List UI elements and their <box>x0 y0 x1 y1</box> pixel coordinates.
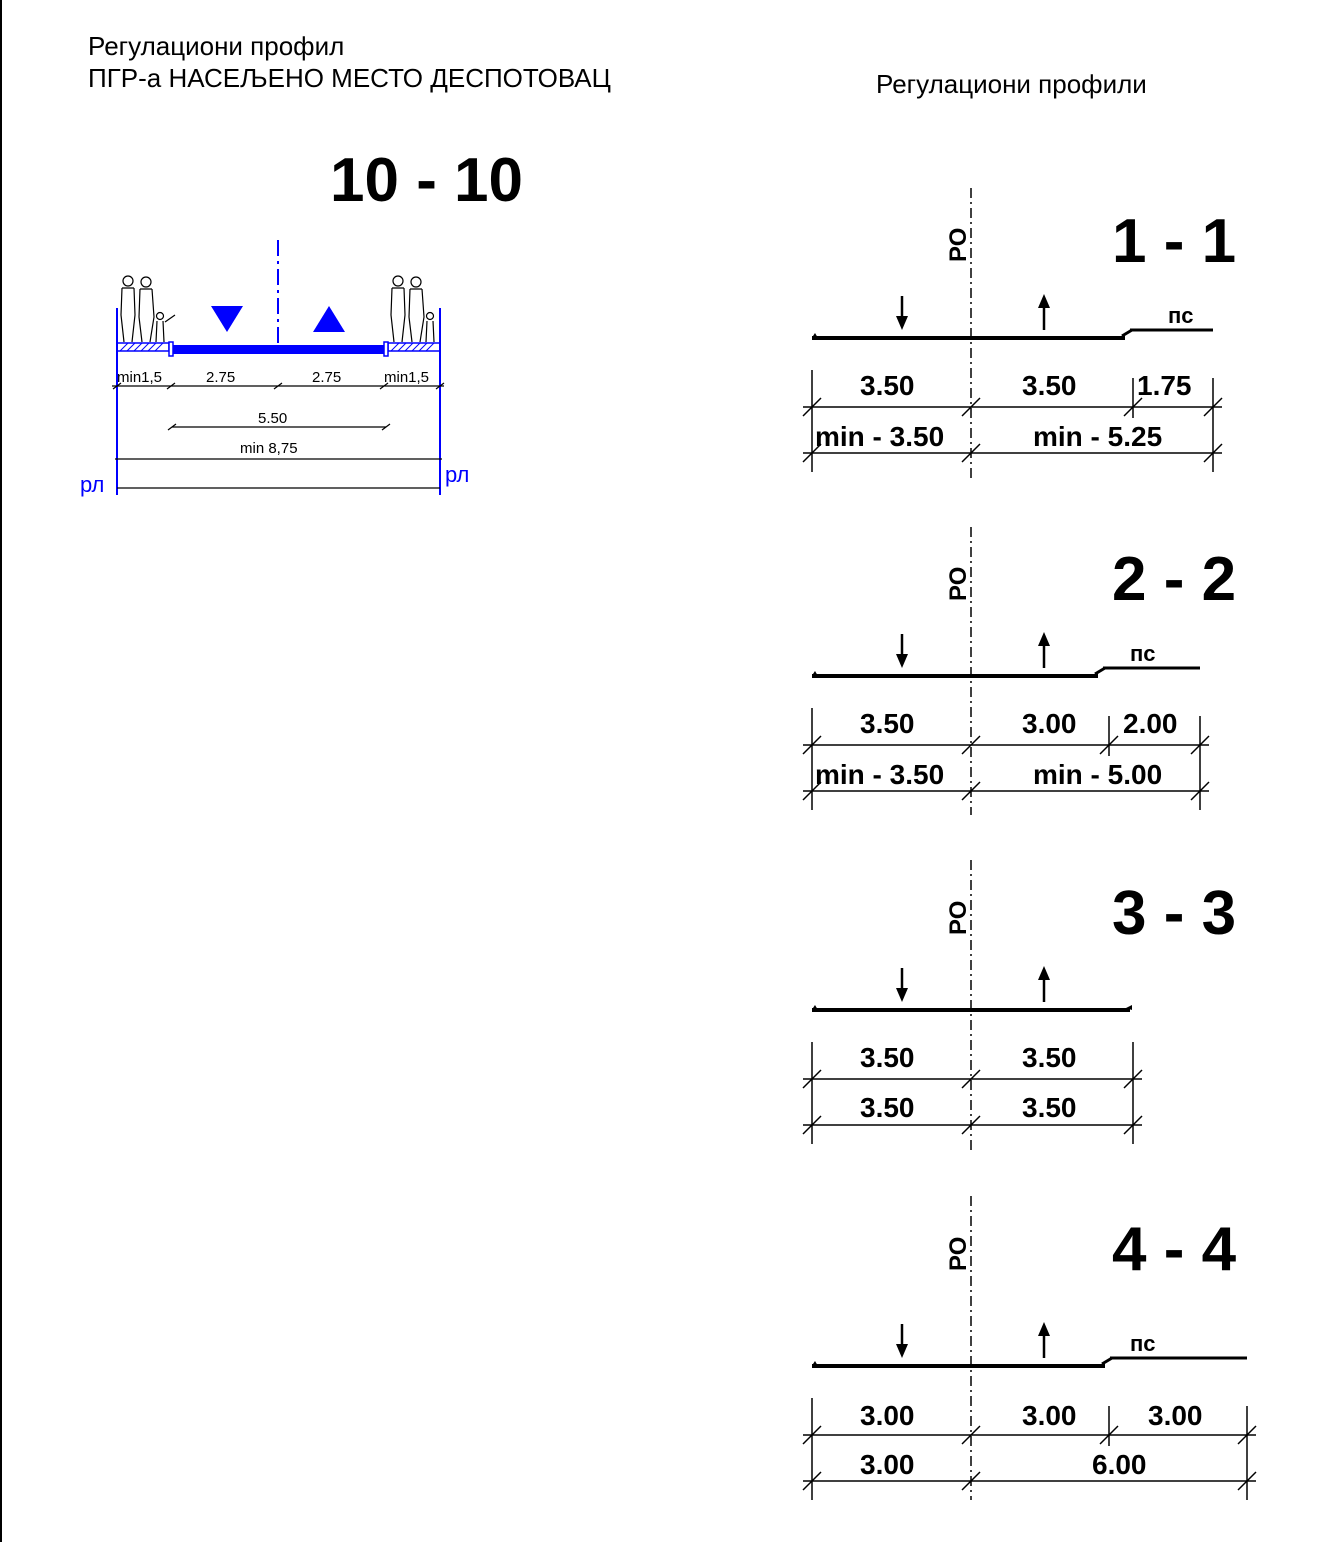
profile-4-label: 4 - 4 <box>1112 1215 1237 1284</box>
dim-carriageway: 5.50 <box>258 410 287 427</box>
dim-value: 2.00 <box>1123 708 1178 739</box>
profile-1-section: РО 1 - 1 пс 3.50 3.50 1.75 min - 3.50 mi… <box>802 188 1236 478</box>
dim-value: 3.50 <box>860 708 915 739</box>
ps-label: пс <box>1168 303 1194 328</box>
ps-label: пс <box>1130 641 1156 666</box>
dim-value: min - 5.00 <box>1033 759 1162 790</box>
dim-left-lane: 2.75 <box>206 369 235 386</box>
arrow-up-icon <box>1038 632 1050 668</box>
dim-right-sidewalk: min1,5 <box>384 369 429 386</box>
dim-value: 3.00 <box>1022 708 1077 739</box>
arrow-down-icon <box>896 968 908 1002</box>
axis-label-ro: РО <box>945 1237 972 1271</box>
pedestrians-right-icon <box>390 275 435 343</box>
dim-value: 6.00 <box>1092 1449 1147 1480</box>
dim-value: 3.00 <box>860 1449 915 1480</box>
dim-value: 3.00 <box>860 1400 915 1431</box>
arrow-down-icon <box>896 296 908 330</box>
dim-total: min 8,75 <box>240 440 298 457</box>
profile-2-label: 2 - 2 <box>1112 545 1236 614</box>
dim-right-lane: 2.75 <box>312 369 341 386</box>
profile-3-label: 3 - 3 <box>1112 879 1236 948</box>
profile-2-section: РО 2 - 2 пс 3.50 3.00 2.00 min - 3.50 mi… <box>802 527 1236 815</box>
profile-1-label: 1 - 1 <box>1112 207 1236 276</box>
dim-value: 3.50 <box>1022 370 1077 401</box>
dim-value: 3.50 <box>860 370 915 401</box>
dim-left-sidewalk: min1,5 <box>117 369 162 386</box>
dim-value: min - 5.25 <box>1033 421 1162 452</box>
title-line-1: Регулациони профил <box>88 31 345 61</box>
dim-value: 3.00 <box>1022 1400 1077 1431</box>
axis-label-ro: РО <box>945 567 972 601</box>
ps-label: пс <box>1130 1331 1156 1356</box>
pedestrians-left-icon <box>120 275 176 343</box>
arrow-down-icon <box>896 1324 908 1358</box>
rl-left-label: рл <box>80 472 104 497</box>
profile-10-section: min1,5 2.75 2.75 min1,5 5.50 min 8,75 рл… <box>80 240 469 497</box>
carriageway <box>172 345 386 354</box>
direction-down-icon <box>211 306 243 332</box>
axis-label-ro: РО <box>945 228 972 262</box>
right-title: Регулациони профили <box>876 69 1147 99</box>
dim-value: 3.50 <box>860 1092 915 1123</box>
dim-value: 1.75 <box>1137 370 1192 401</box>
profile-3-section: РО 3 - 3 3.50 3.50 3.50 3.50 <box>802 860 1236 1150</box>
arrow-up-icon <box>1038 1322 1050 1358</box>
dim-value: 3.00 <box>1148 1400 1203 1431</box>
dim-value: 3.50 <box>1022 1092 1077 1123</box>
profile-4-section: РО 4 - 4 пс 3.00 3.00 3.00 3.00 6.00 <box>802 1196 1257 1500</box>
title-line-2: ПГР-а НАСЕЉЕНО МЕСТО ДЕСПОТОВАЦ <box>88 63 611 93</box>
axis-label-ro: РО <box>945 901 972 935</box>
direction-up-icon <box>313 306 345 332</box>
dim-value: 3.50 <box>860 1042 915 1073</box>
dim-value: 3.50 <box>1022 1042 1077 1073</box>
arrow-up-icon <box>1038 294 1050 330</box>
dim-value: min - 3.50 <box>815 759 944 790</box>
arrow-down-icon <box>896 634 908 668</box>
arrow-up-icon <box>1038 966 1050 1002</box>
rl-right-label: рл <box>445 462 469 487</box>
dim-value: min - 3.50 <box>815 421 944 452</box>
profile-10-label: 10 - 10 <box>330 146 524 215</box>
